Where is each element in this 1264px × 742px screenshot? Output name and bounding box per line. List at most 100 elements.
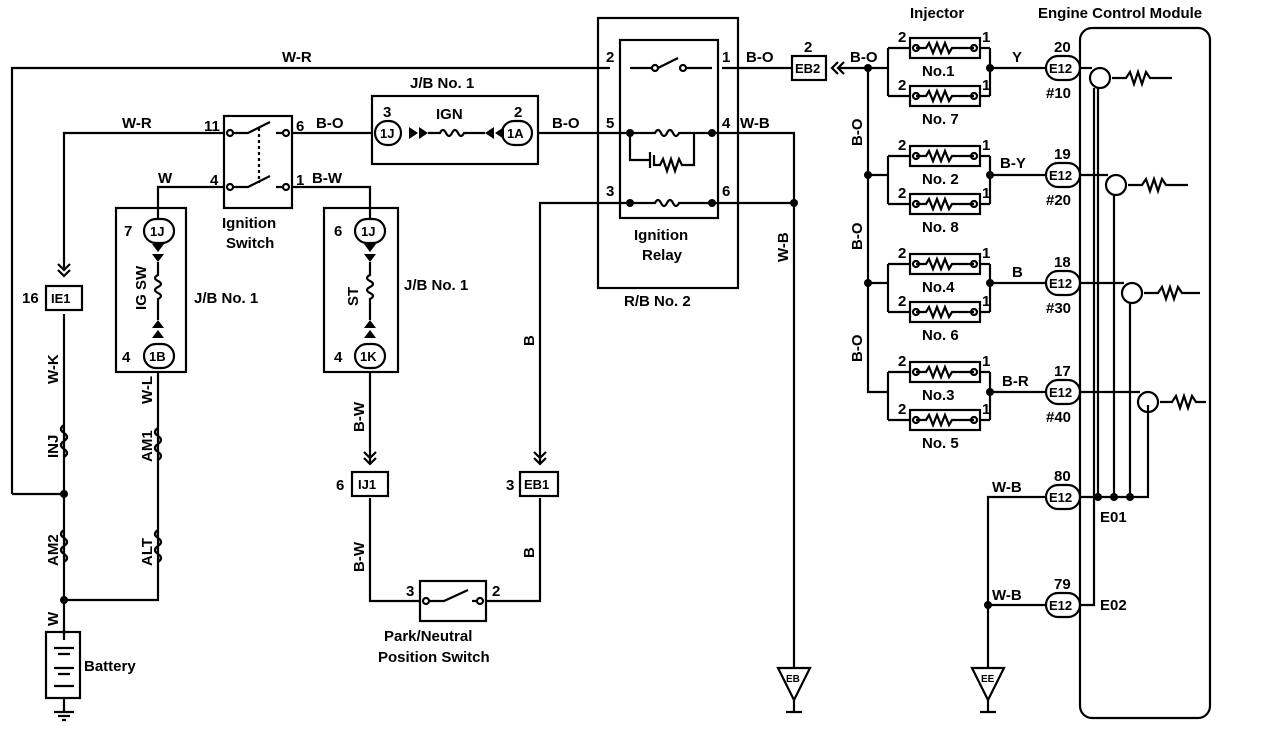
wire-w-sw-igsw (156, 185, 224, 218)
ignition-switch-contact-2 (233, 175, 283, 189)
injector-name: No. 8 (922, 219, 959, 236)
component-label: Relay (642, 247, 683, 264)
fuse-am1-icon (153, 427, 163, 461)
wires (10, 66, 1206, 668)
fuses: INJ AM2 AM1 ALT (45, 424, 163, 566)
eb1-box (518, 470, 560, 498)
pin-label: 16 (22, 290, 39, 307)
connector-arrow-icon (152, 244, 164, 262)
connector-ie1: IE1 16 (22, 263, 84, 312)
component-label: AM2 (45, 534, 62, 566)
injector-coil-icon (916, 148, 974, 164)
connector-label: E12 (1049, 598, 1072, 613)
component-label: Position Switch (378, 649, 490, 666)
injector-pin-label: 2 (898, 77, 906, 94)
connector-1b (142, 342, 176, 370)
terminal-label: E01 (1100, 509, 1127, 526)
ground-ee-stem (980, 700, 996, 714)
pnp-switch-box (418, 579, 488, 623)
ecm-transistor-1 (1088, 66, 1112, 90)
rb2: 2 1 5 4 3 6 Ignition Relay R/B No. 2 (596, 16, 740, 310)
injector-pin-label: 2 (898, 29, 906, 46)
component-label: Battery (84, 658, 136, 675)
wire-color-label: W-R (122, 115, 152, 132)
connector-arrow-icon (364, 244, 376, 262)
connector-label: 1K (360, 349, 377, 364)
component-label: J/B No. 1 (404, 277, 468, 294)
rb2-box (596, 16, 740, 290)
wire-color-label: Y (1012, 49, 1022, 66)
junctions (60, 64, 1134, 609)
wire-color-label: B (521, 547, 538, 558)
injector-coil-icon (916, 88, 974, 104)
wire-color-label: W (45, 611, 62, 626)
wire-color-label: B-R (1002, 373, 1029, 390)
wire-color-label: W-B (992, 479, 1022, 496)
wire-color-label: W-B (992, 587, 1022, 604)
connector-arrow-icon (830, 61, 845, 75)
wire-b-pnp-eb1 (486, 498, 542, 603)
component-label: R/B No. 2 (624, 293, 691, 310)
pin-label: 6 (334, 223, 342, 240)
ignition-switch-box (222, 114, 294, 210)
injector-pin-label: 2 (898, 401, 906, 418)
injector-name: No.1 (922, 63, 955, 80)
wire-b-o-bus (866, 68, 888, 394)
pin-label: 19 (1054, 146, 1071, 163)
injector-pin-label: 2 (898, 137, 906, 154)
wire-color-label: B-O (552, 115, 580, 132)
jb1-st-box (322, 206, 400, 374)
connector-1j-c (353, 217, 387, 245)
connector-label: IJ1 (358, 477, 376, 492)
component-label: ALT (139, 538, 156, 566)
ground-ee-icon (970, 666, 1006, 703)
wire-color-label: B (1012, 264, 1023, 281)
connector-1j-b (142, 217, 176, 245)
e12-box (1044, 378, 1082, 406)
wire-color-label: W-L (139, 376, 156, 404)
connector-label: 1J (361, 224, 375, 239)
ignition-switch-contact-1 (233, 121, 283, 135)
ecm-connectors: E1220#10E1219#20E1218#30E1217#40E1280E12… (1044, 39, 1082, 619)
component-label: EB (786, 674, 800, 685)
connector-eb1: EB1 3 (506, 451, 560, 498)
wire-color-label: B-O (316, 115, 344, 132)
component-label: Switch (226, 235, 274, 252)
connector-label: IE1 (51, 291, 71, 306)
pin-label: 3 (406, 583, 414, 600)
ie1-box (44, 284, 84, 312)
connector-label: E12 (1049, 61, 1072, 76)
injector-name: No. 5 (922, 435, 959, 452)
jb1-ign-box (370, 94, 540, 166)
injector-name: No. 2 (922, 171, 959, 188)
pin-label: 4 (334, 349, 343, 366)
injector-pin-label: 2 (898, 185, 906, 202)
ecm-res-3 (1144, 283, 1200, 303)
connector-label: E12 (1049, 168, 1072, 183)
injector-coil-icon (916, 196, 974, 212)
connector-arrow-icon (409, 127, 428, 139)
pin-label: 6 (336, 477, 344, 494)
connector-ij1: IJ1 6 (336, 451, 390, 498)
connector-1j (373, 119, 403, 147)
wire-w-b-e01 (986, 495, 1046, 668)
injector-coil-icon (916, 40, 974, 56)
fuse-ign-icon (428, 128, 485, 138)
ground-ee: EE (970, 666, 1006, 714)
injector-pin-label: 2 (898, 245, 906, 262)
pin-label: 4 (210, 172, 219, 189)
ground-eb: EB (776, 666, 812, 714)
wire-color-label: B-O (849, 222, 866, 250)
connector-label: E12 (1049, 385, 1072, 400)
component-label: Ignition (634, 227, 688, 244)
relay-coil-1 (630, 128, 712, 138)
